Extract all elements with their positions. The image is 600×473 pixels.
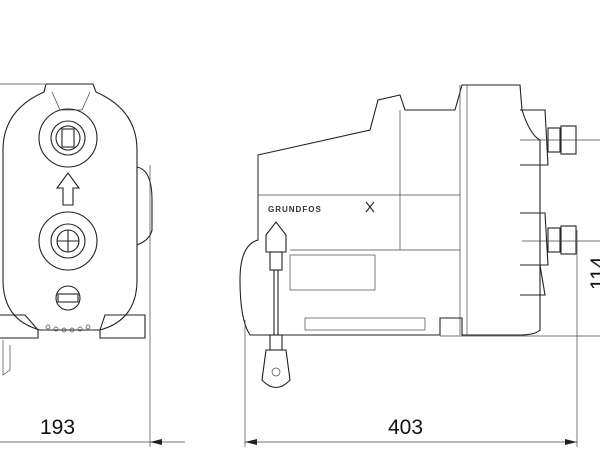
outlet-connector (520, 109, 577, 166)
grundfos-x-icon (365, 201, 375, 213)
dimension-label-114: 114 (587, 256, 600, 290)
dimension-114: 114 (440, 139, 600, 337)
dimension-193: 193 (0, 165, 185, 447)
pump-front-view (0, 83, 153, 376)
flow-arrow-icon (55, 172, 81, 206)
power-cable-with-plug (261, 221, 291, 389)
dimension-label-403: 403 (388, 416, 423, 439)
grundfos-logo: GRUNDFOS (268, 205, 322, 214)
pump-side-view: GRUNDFOS (239, 84, 577, 389)
inlet-port-icon (38, 211, 98, 271)
dimension-label-193: 193 (40, 416, 75, 439)
inlet-connector (520, 212, 577, 266)
outlet-port-icon (38, 108, 98, 168)
dimension-403: 403 (244, 230, 578, 447)
vent-holes (45, 324, 91, 333)
drain-plug-icon (55, 285, 81, 311)
